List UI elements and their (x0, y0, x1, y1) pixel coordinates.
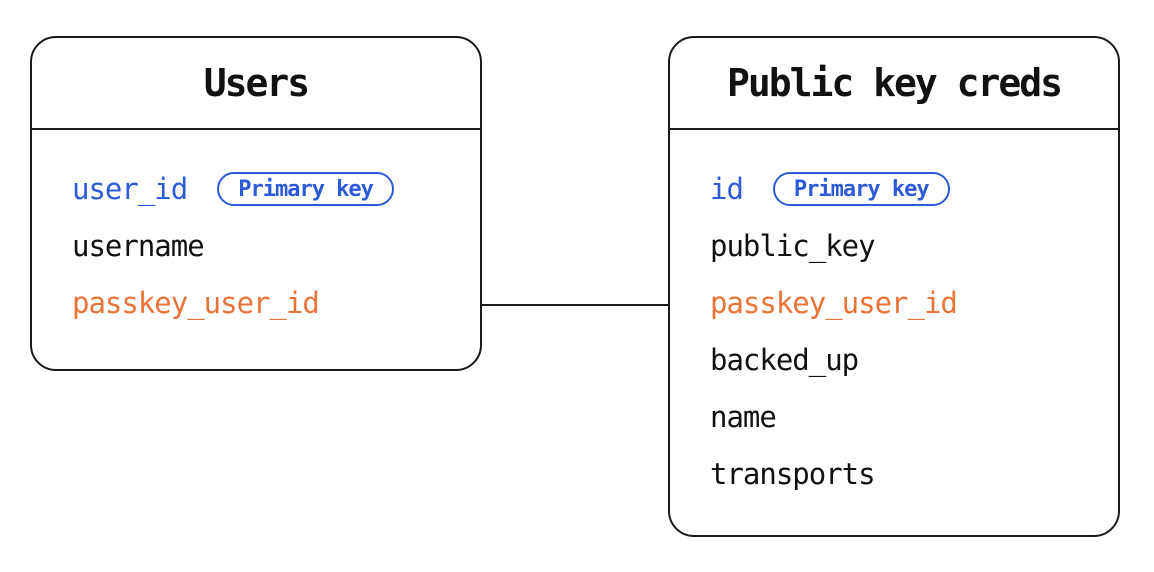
field-row-public-key: public_key (710, 217, 1102, 274)
field-name: passkey_user_id (710, 285, 958, 320)
field-name: id (710, 171, 744, 206)
table-public-key-creds: Public key creds id Primary key public_k… (668, 36, 1120, 537)
field-row-username: username (72, 217, 464, 274)
field-row-passkey-user-id: passkey_user_id (72, 274, 464, 331)
table-users-body: user_id Primary key username passkey_use… (32, 130, 480, 331)
table-users: Users user_id Primary key username passk… (30, 36, 482, 371)
field-row-user-id: user_id Primary key (72, 160, 464, 217)
table-public-key-creds-header: Public key creds (670, 38, 1118, 130)
table-public-key-creds-title: Public key creds (726, 61, 1063, 105)
field-name: name (710, 399, 777, 434)
field-name: transports (710, 456, 876, 491)
primary-key-badge: Primary key (217, 171, 394, 206)
field-name: backed_up (710, 342, 859, 377)
field-row-id: id Primary key (710, 160, 1102, 217)
field-name: public_key (710, 228, 876, 263)
field-row-transports: transports (710, 445, 1102, 502)
relationship-line (482, 304, 668, 306)
primary-key-badge: Primary key (772, 171, 950, 206)
field-name: user_id (72, 171, 188, 206)
table-public-key-creds-body: id Primary key public_key passkey_user_i… (670, 130, 1118, 502)
field-name: username (72, 228, 205, 263)
table-users-header: Users (32, 38, 480, 130)
field-row-passkey-user-id: passkey_user_id (710, 274, 1102, 331)
field-row-name: name (710, 388, 1102, 445)
field-name: passkey_user_id (72, 285, 320, 320)
field-row-backed-up: backed_up (710, 331, 1102, 388)
table-users-title: Users (203, 61, 310, 105)
